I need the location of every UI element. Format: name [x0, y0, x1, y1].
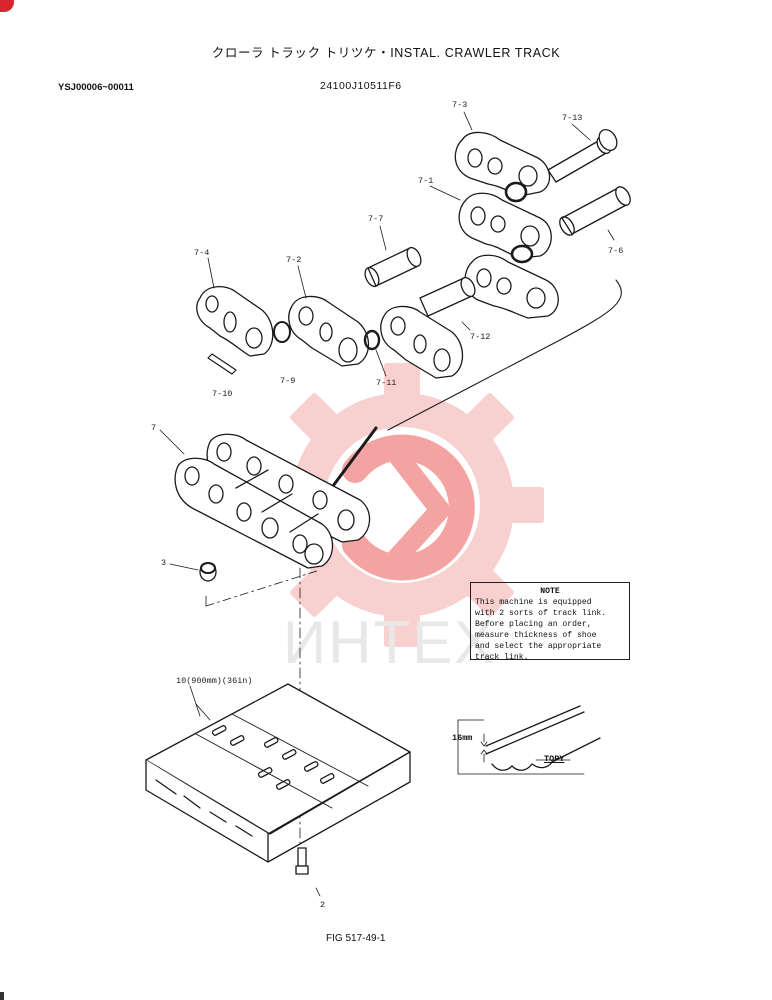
callout-7-9: 7-9: [280, 376, 296, 386]
seal-7-9: [273, 321, 291, 343]
leader-2: [315, 887, 321, 897]
shoe-nut-3: [199, 562, 217, 582]
callout-7-13: 7-13: [562, 113, 583, 123]
note-heading: NOTE: [540, 587, 560, 596]
callout-10: 10(900mm)(36in): [176, 676, 253, 686]
part-number: 24100J10511F6: [320, 80, 402, 92]
topy-detail-view: [457, 705, 601, 775]
cotter-pin-7-10: [207, 353, 237, 375]
bushing-7-6: [559, 186, 631, 236]
track-shoe-10: [145, 683, 411, 863]
callout-2: 2: [320, 900, 326, 910]
track-chain-assembly-7: [174, 433, 371, 569]
note-line: measure thickness of shoe: [475, 631, 597, 640]
callout-7-3: 7-3: [452, 100, 468, 110]
corner-mark-top: [0, 0, 14, 12]
note-line: This machine is equipped: [475, 598, 592, 607]
note-line: Before placing an order,: [475, 620, 592, 629]
callout-7-4: 7-4: [194, 248, 210, 258]
callout-7-7: 7-7: [368, 214, 384, 224]
indication-bracket: [387, 279, 622, 431]
master-pin-7-13: [547, 129, 618, 183]
serial-range: YSJ00006~00011: [58, 82, 134, 93]
track-link-7-2: [288, 295, 370, 367]
track-link-7-1: [458, 192, 552, 264]
bushing-7-7: [364, 246, 422, 288]
track-link-7-12: [464, 254, 559, 319]
track-link-7-3: [454, 131, 551, 203]
watermark-text: ИНТЕХ: [283, 609, 497, 676]
page-title: クローラ トラック トリツケ・INSTAL. CRAWLER TRACK: [211, 46, 561, 60]
corner-mark-bottom: [0, 992, 4, 1000]
track-link-7-4: [196, 286, 274, 357]
callout-7-12: 7-12: [470, 332, 491, 342]
shoe-thickness-label: 16mm: [452, 733, 473, 743]
note-box: NOTE This machine is equipped with 2 sor…: [470, 582, 630, 662]
topy-brand-label: TOPY: [544, 754, 565, 764]
callout-leaders: [159, 111, 615, 455]
callout-3: 3: [161, 558, 167, 568]
leader-10: [189, 685, 201, 717]
callout-7-10: 7-10: [212, 389, 233, 399]
bushing-upper: [419, 276, 476, 317]
leader-3: [169, 563, 199, 571]
seal-7-11: [363, 329, 381, 351]
indication-arrow: [328, 426, 378, 492]
callout-7-2: 7-2: [286, 255, 302, 265]
note-line: with 2 sorts of track link.: [475, 609, 607, 618]
track-link-lower: [380, 305, 464, 379]
callout-7-1: 7-1: [418, 176, 434, 186]
callout-7-6: 7-6: [608, 246, 624, 256]
note-line: and select the appropriate: [475, 642, 602, 651]
callout-7: 7: [151, 423, 157, 433]
note-line: track link.: [475, 653, 529, 662]
figure-number: FIG 517-49-1: [326, 933, 386, 944]
callout-7-11: 7-11: [376, 378, 397, 388]
shoe-bolt-2: [295, 847, 309, 875]
